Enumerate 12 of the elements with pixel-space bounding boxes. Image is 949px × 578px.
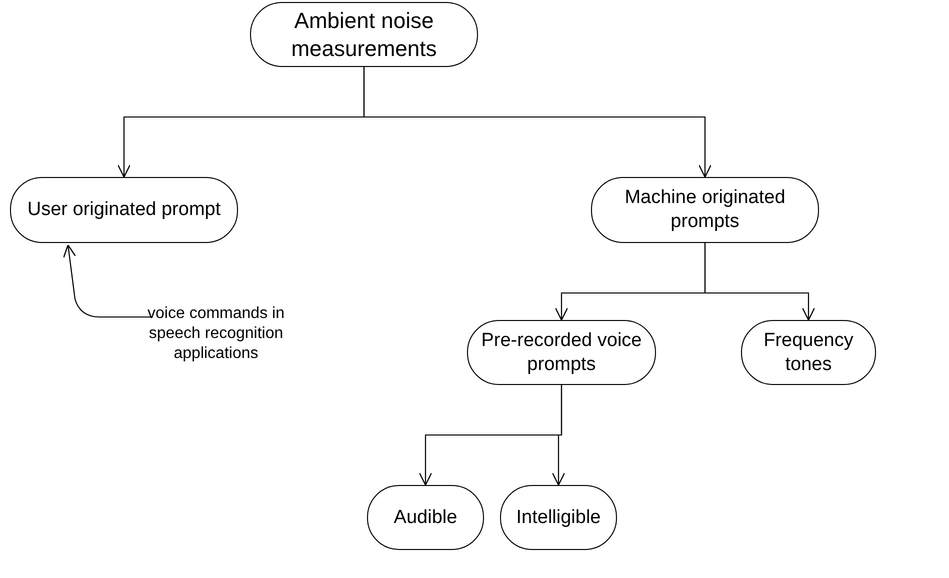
node-label: User originated prompt <box>27 198 221 222</box>
node-label: Pre-recorded voice prompts <box>480 328 643 376</box>
node-label: Machine originated prompts <box>624 186 786 234</box>
annotation-text: voice commands in speech recognition applications <box>130 304 302 374</box>
arrow <box>363 67 712 178</box>
arrow <box>552 385 566 486</box>
node-label: Frequency tones <box>762 328 854 376</box>
node-label: Audible <box>394 506 458 530</box>
leader-line <box>63 244 152 318</box>
arrow <box>704 243 816 321</box>
node-label: Intelligible <box>516 506 601 530</box>
node-label: Ambient noise measurements <box>290 7 438 62</box>
